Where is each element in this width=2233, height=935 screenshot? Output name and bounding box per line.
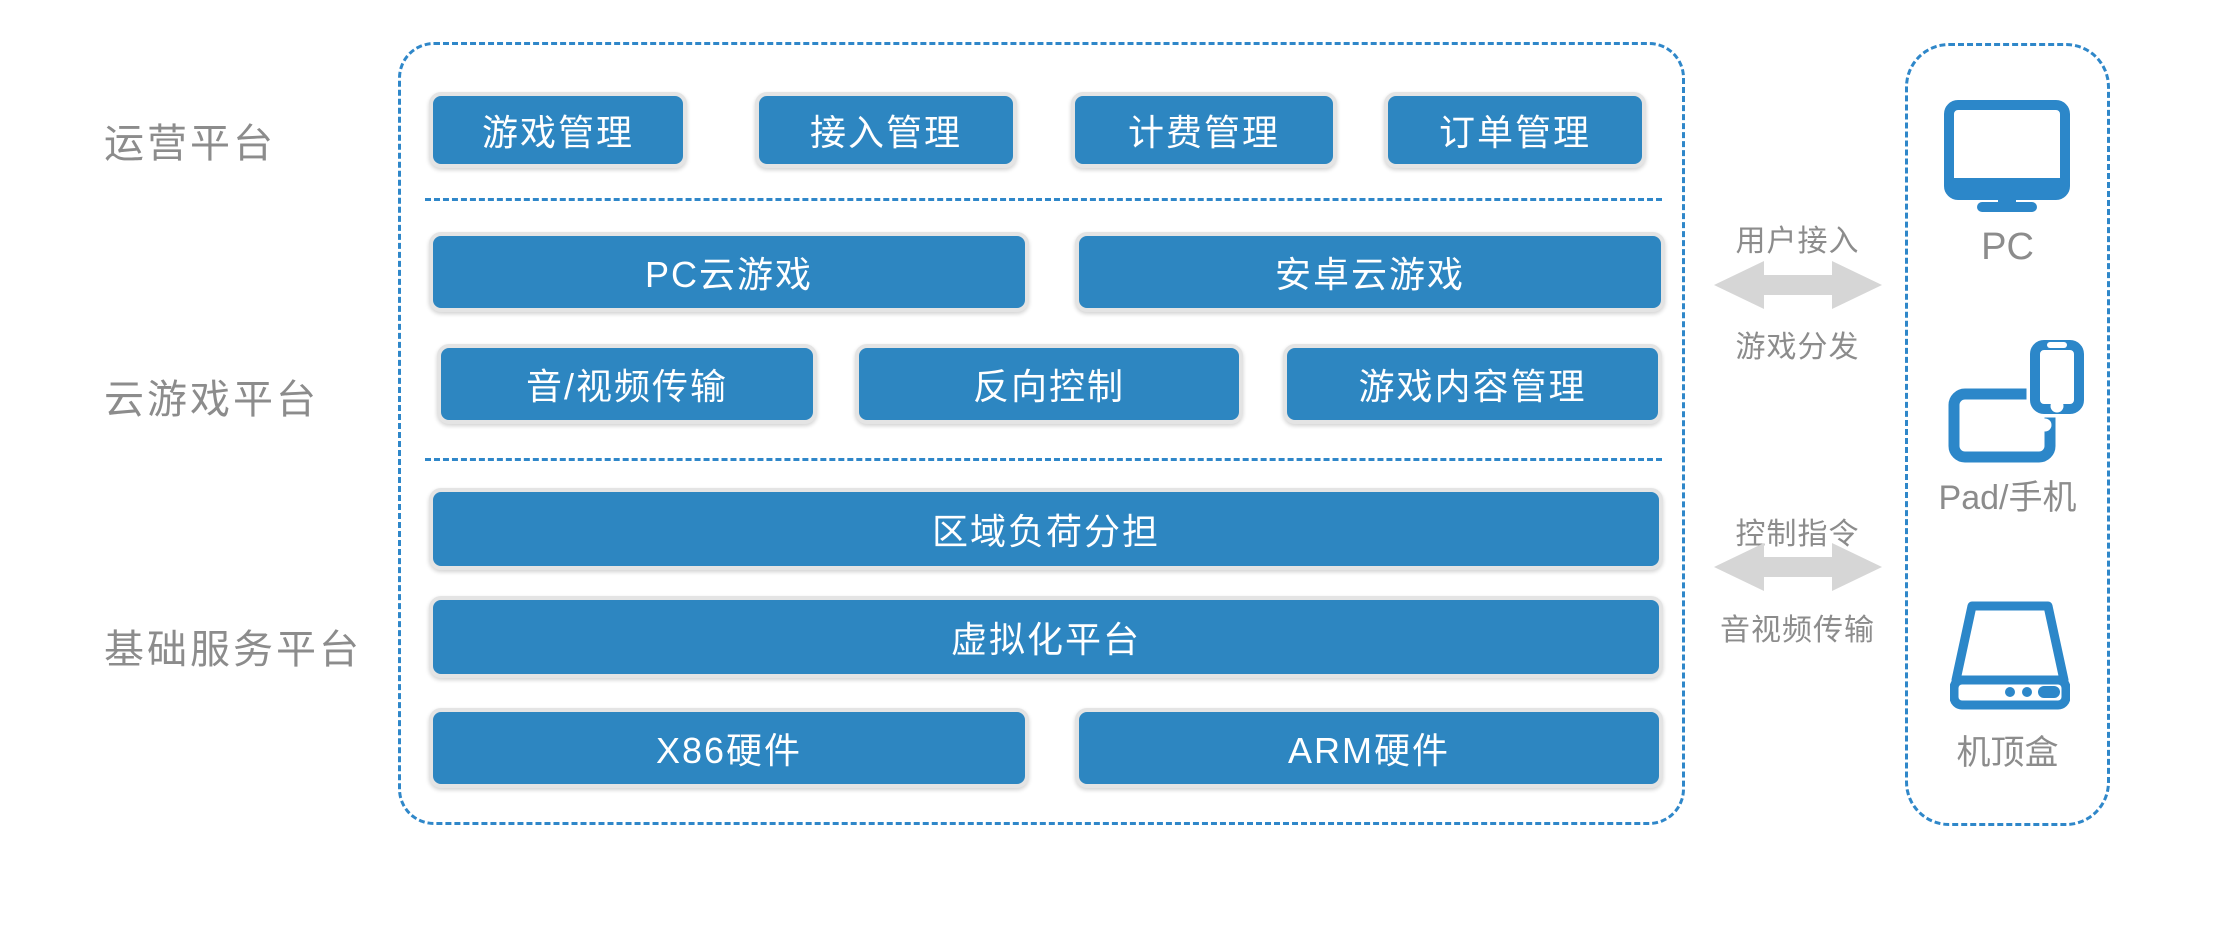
block-order-mgmt: 订单管理	[1384, 92, 1646, 168]
settop-box-icon	[1950, 601, 2070, 710]
device-label-pad-phone: Pad/手机	[1938, 479, 2077, 517]
block-pc-cloud-game: PC云游戏	[429, 232, 1029, 312]
platform-stack-panel	[398, 42, 1685, 825]
tier-label-operation-platform: 运营平台	[104, 122, 276, 166]
block-game-mgmt: 游戏管理	[429, 92, 687, 168]
device-label-settop-box: 机顶盒	[1956, 734, 2059, 772]
block-arm-hardware: ARM硬件	[1075, 708, 1663, 788]
block-game-content-mgmt: 游戏内容管理	[1283, 344, 1662, 424]
device-label-pc: PC	[1981, 226, 2034, 268]
block-billing-mgmt: 计费管理	[1071, 92, 1337, 168]
pc-icon	[1944, 100, 2070, 212]
block-av-transport: 音/视频传输	[437, 344, 817, 424]
link-label-game-distribution: 游戏分发	[1735, 331, 1860, 364]
client-devices-panel	[1905, 43, 2110, 826]
tier-label-base-service-platform: 基础服务平台	[104, 628, 362, 672]
section-divider-cloud-game	[425, 458, 1662, 461]
pad-phone-icon	[1948, 336, 2086, 463]
link-label-user-access: 用户接入	[1735, 225, 1860, 258]
block-virtualization-platform: 虚拟化平台	[429, 596, 1663, 678]
block-x86-hardware: X86硬件	[429, 708, 1029, 788]
link-label-control-command: 控制指令	[1735, 518, 1860, 551]
bidirectional-arrow-icon	[1714, 543, 1882, 591]
block-access-mgmt: 接入管理	[755, 92, 1017, 168]
block-reverse-control: 反向控制	[855, 344, 1243, 424]
section-divider-operation	[425, 198, 1662, 201]
block-regional-load-balance: 区域负荷分担	[429, 488, 1663, 570]
tier-label-cloud-game-platform: 云游戏平台	[104, 378, 319, 422]
block-android-cloud-game: 安卓云游戏	[1075, 232, 1665, 312]
link-label-av-transmission: 音视频传输	[1720, 614, 1875, 647]
bidirectional-arrow-icon	[1714, 261, 1882, 309]
